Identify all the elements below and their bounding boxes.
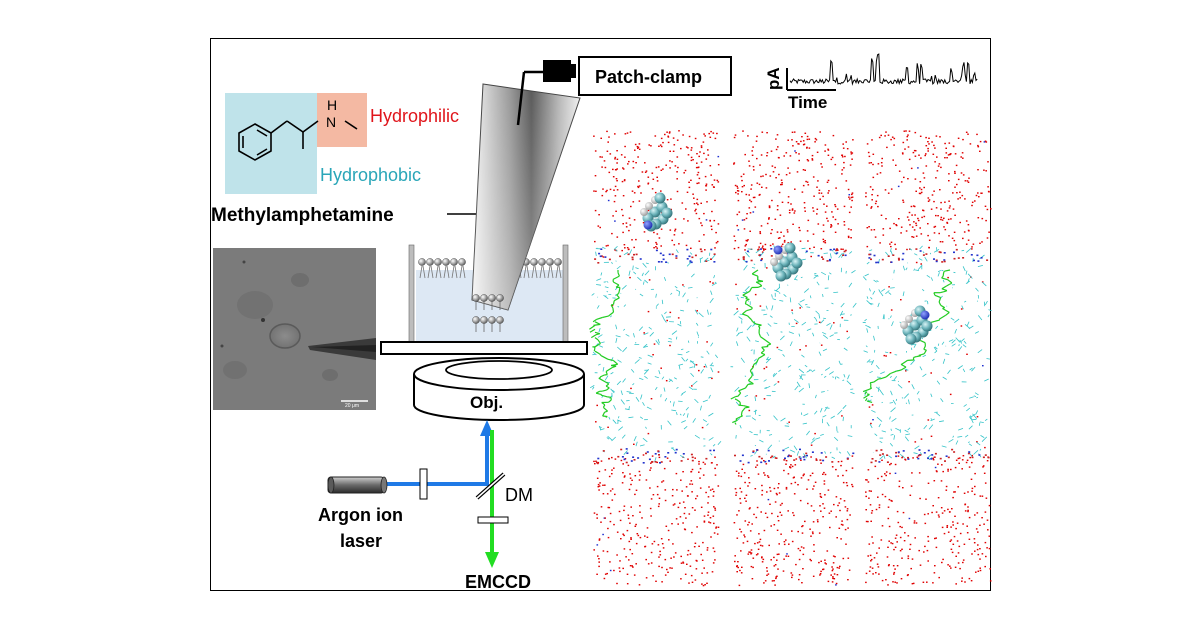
hydrophilic-label-part1: Hydroph [370,106,438,126]
md-simulation-panels [589,130,992,587]
optical-path: DM EMCCD [387,420,533,592]
molecule-name-label: Methylamphetamine [211,205,394,226]
objective-icon: Obj. [413,357,585,421]
emission-arrowhead [485,552,499,568]
lipid-monolayer-left [418,258,466,279]
microscope-stage [380,341,588,355]
excitation-filter [419,468,428,500]
methylamphetamine-molecule [770,242,803,282]
cell [269,323,301,349]
hydrophilic-label-part2: ilic [438,106,459,126]
hydrophilic-region [317,93,367,147]
hydrophilic-label: Hydrophilic [370,106,459,126]
benzene-icon [238,120,358,161]
emission-filter [477,516,509,524]
methylamphetamine-molecule [900,305,933,345]
objective-label: Obj. [470,393,503,412]
trace-line [789,53,978,86]
pipette-icon [471,60,581,332]
dm-label: DM [505,485,533,505]
patch-clamp-label: Patch-clamp [595,67,702,87]
hydrophobic-label: Hydrophobic [320,165,421,185]
laser-label-line1: Argon ion [318,505,403,525]
emccd-label: EMCCD [465,572,531,592]
methylamphetamine-molecule [640,192,673,232]
laser-icon: Argon ion laser [318,476,403,551]
nitrogen-label: N [326,114,336,130]
chemical-structure: H N Hydrophilic Hydrophobic [225,93,459,194]
electrode-connector [543,60,571,82]
laser-label-line2: laser [340,531,382,551]
md-panel-3 [862,130,992,586]
electrode-wire [516,71,526,126]
nh-hydrogen-label: H [327,97,337,113]
current-unit-label: pA [764,67,783,90]
microscope-image: 20 μm [213,248,376,410]
md-panel-2 [730,130,857,587]
md-panel-1 [589,130,722,587]
pipette-bilayer-patch [472,294,504,332]
patch-clamp-box [578,56,732,96]
scale-bar-label: 20 μm [345,403,359,409]
time-label: Time [788,93,827,112]
current-trace: pA Time [764,53,978,112]
